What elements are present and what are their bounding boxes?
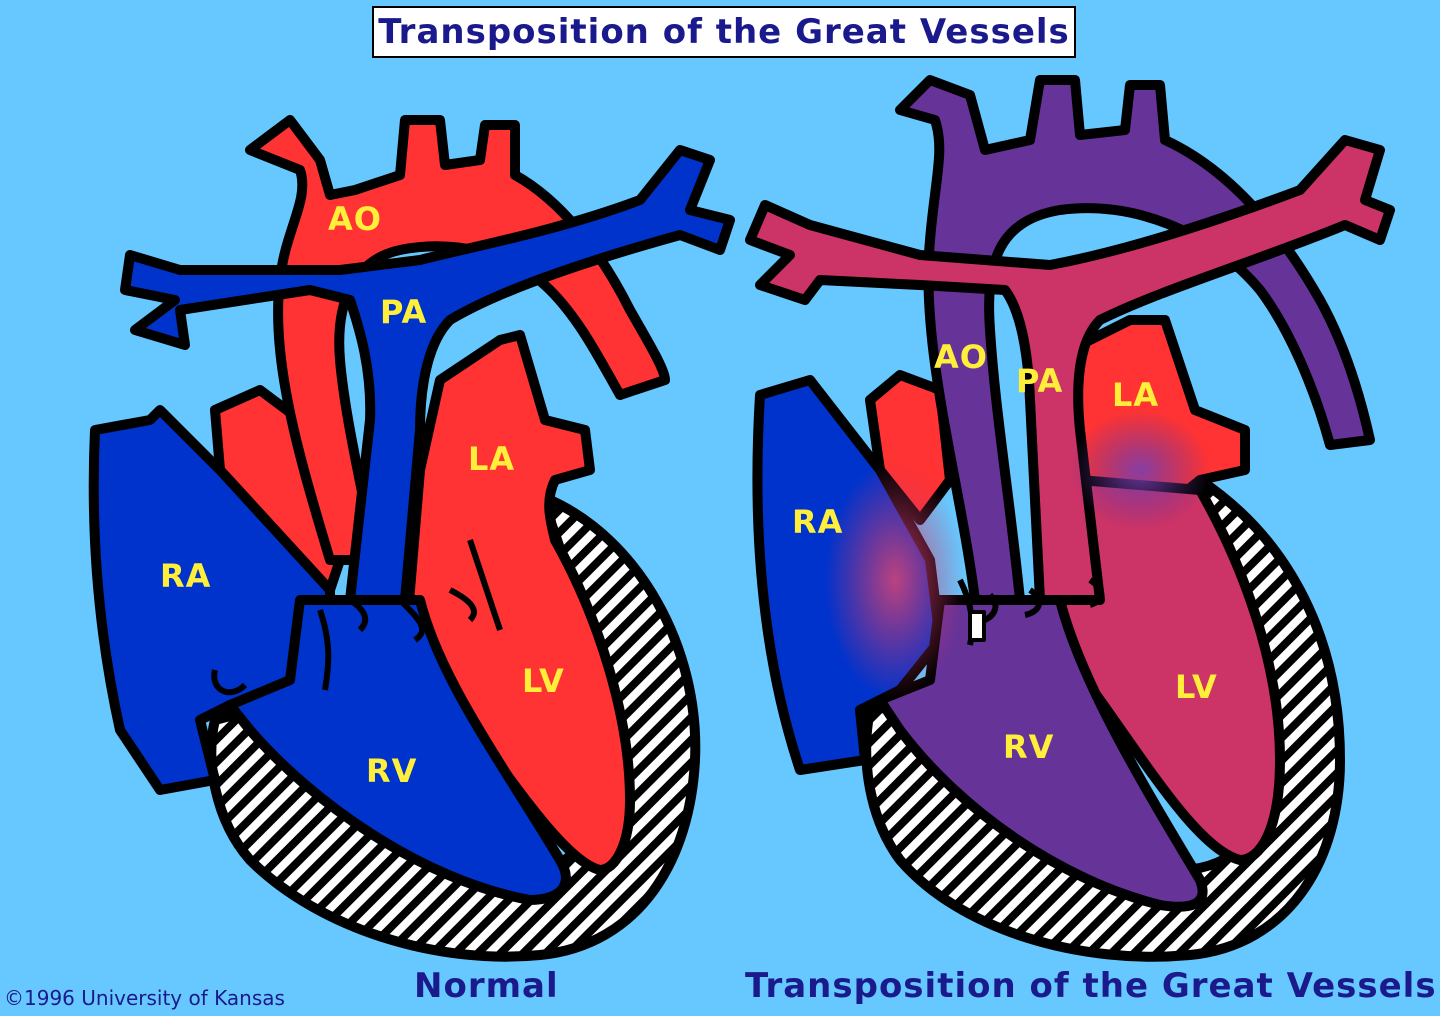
tgv-label-ra: RA xyxy=(792,503,844,541)
normal-label-pa: PA xyxy=(380,293,428,331)
normal-caption: Normal xyxy=(414,966,559,1006)
tgv-label-rv: RV xyxy=(1003,728,1055,766)
normal-label-ra: RA xyxy=(160,557,212,595)
tgv-pulmonary-artery xyxy=(745,135,1395,605)
normal-right-ventricle xyxy=(225,595,571,905)
normal-heart xyxy=(88,115,735,962)
normal-label-rv: RV xyxy=(366,752,418,790)
tgv-right-ventricle xyxy=(875,595,1208,912)
normal-label-ao: AO xyxy=(328,200,382,238)
normal-pulmonary-artery xyxy=(120,145,735,605)
tgv-label-pa: PA xyxy=(1016,362,1064,400)
normal-ra-valve-mark xyxy=(211,669,248,696)
tgv-mixing-cloud-purple xyxy=(1070,410,1210,530)
tgv-caption: Transposition of the Great Vessels xyxy=(745,966,1437,1006)
diagram-title: Transposition of the Great Vessels xyxy=(378,12,1070,52)
normal-valve-lines xyxy=(317,539,503,691)
tgv-mixing-cloud-red xyxy=(825,460,965,700)
normal-label-lv: LV xyxy=(522,662,565,700)
tgv-label-ao: AO xyxy=(934,338,988,376)
tgv-valve-gap xyxy=(968,610,986,642)
copyright-notice: ©1996 University of Kansas xyxy=(4,986,285,1010)
tgv-heart xyxy=(745,75,1395,962)
tgv-label-la: LA xyxy=(1112,376,1160,414)
diagram-title-box: Transposition of the Great Vessels xyxy=(372,6,1076,58)
tgv-label-lv: LV xyxy=(1175,668,1218,706)
normal-label-la: LA xyxy=(468,440,516,478)
